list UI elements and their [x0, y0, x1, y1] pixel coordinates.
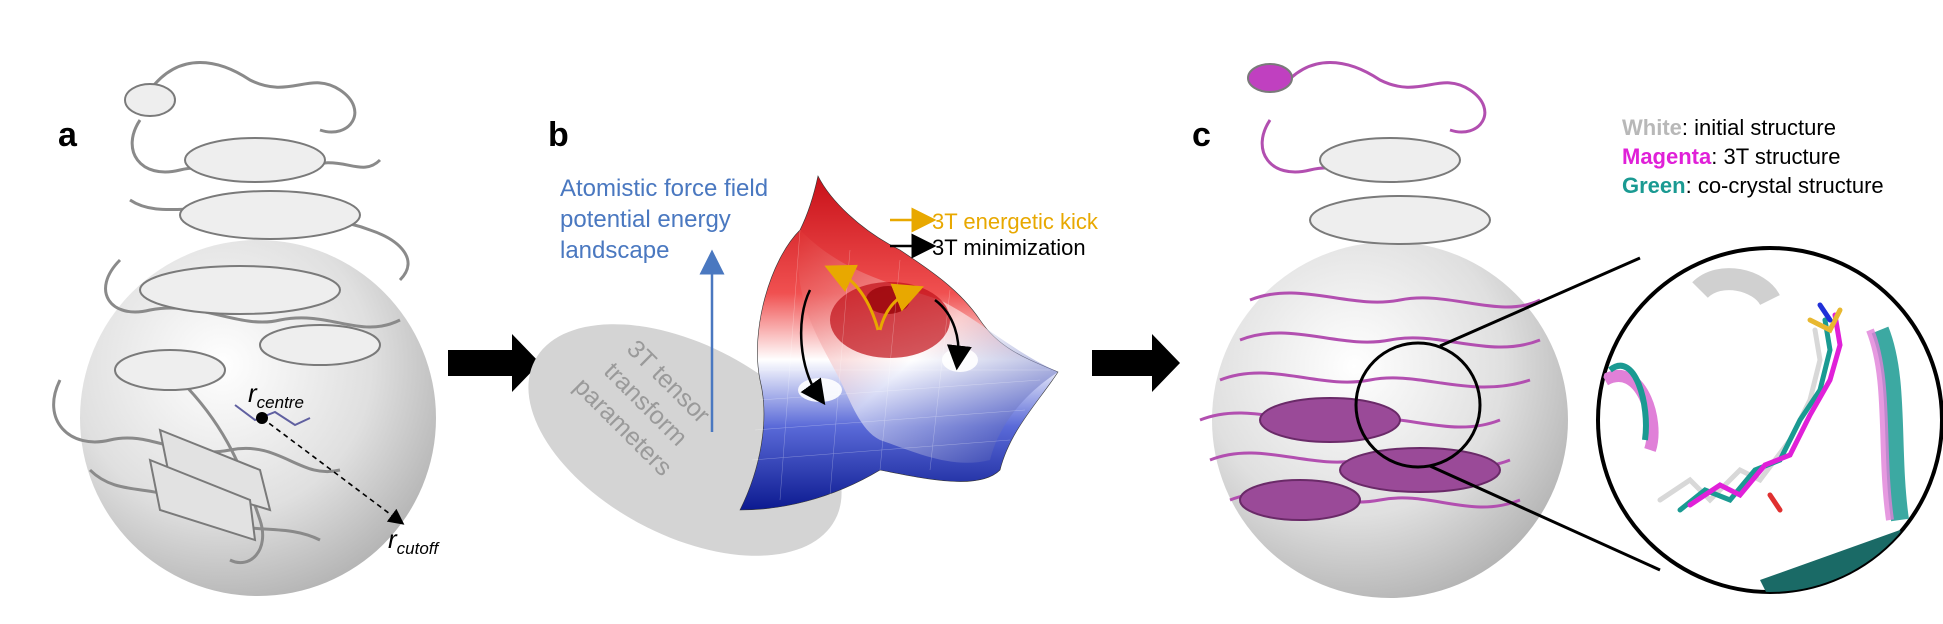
- panel-a: a rcentre: [52, 61, 441, 596]
- panel-letter-b: b: [548, 116, 569, 154]
- panel-b-legend: 3T energetic kick 3T minimization: [890, 207, 1099, 260]
- r-cutoff-label: rcutoff: [388, 524, 441, 558]
- legend-min-text: 3T minimization: [932, 235, 1086, 260]
- landscape-label-line-3: landscape: [560, 237, 669, 264]
- zoom-inset: [1596, 246, 1943, 594]
- basin-right: [942, 348, 978, 372]
- landscape-label: Atomistic force field potential energy l…: [560, 175, 768, 264]
- panel-b: b 3T tensor transform parameters: [528, 116, 1099, 556]
- zoom-helix-white: [1692, 268, 1780, 307]
- helix-group: [114, 83, 381, 391]
- legend-kick-text: 3T energetic kick: [932, 209, 1099, 234]
- min-arrow-right: [934, 299, 972, 371]
- panel-letter-a: a: [58, 116, 78, 154]
- legend-white: White: initial structure: [1622, 115, 1836, 140]
- energy-surface: [739, 175, 1059, 511]
- cutoff-radius-arrow: [261, 417, 405, 525]
- zoom-connector-bottom: [1429, 464, 1661, 572]
- zoom-ligands: [1657, 302, 1843, 513]
- kick-arrow-left: [824, 264, 880, 331]
- legend-green: Green: co-crystal structure: [1622, 173, 1884, 198]
- legend-magenta: Magenta: 3T structure: [1622, 144, 1840, 169]
- landscape-label-line-2: potential energy: [560, 206, 731, 233]
- binding-site-ring: [1354, 341, 1482, 469]
- r-centre-label: rcentre: [248, 378, 304, 412]
- flow-arrow-b-c: [1092, 334, 1180, 392]
- landscape-label-line-1: Atomistic force field: [560, 175, 768, 202]
- basin-left: [798, 378, 842, 402]
- zoom-connector-top: [1439, 256, 1641, 348]
- beta-sheet: [148, 428, 272, 542]
- helix-group-c: [1239, 63, 1501, 521]
- panel-c-legend: White: initial structure Magenta: 3T str…: [1622, 115, 1884, 198]
- kick-arrow-right: [878, 283, 924, 331]
- ligand-a: [234, 404, 311, 427]
- flow-arrow-a-b: [448, 334, 540, 392]
- panel-c: c: [1192, 61, 1943, 598]
- min-arrow-left: [799, 289, 826, 406]
- panel-letter-c: c: [1192, 116, 1211, 154]
